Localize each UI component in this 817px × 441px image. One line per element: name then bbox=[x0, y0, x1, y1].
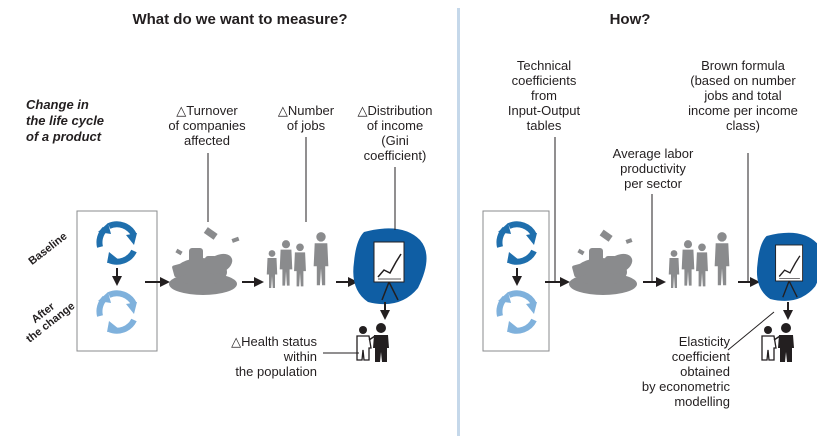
callout-line-elasticity bbox=[727, 311, 775, 351]
labor-line: productivity bbox=[620, 161, 686, 176]
elasticity-label: Elasticity coefficient obtained by econo… bbox=[630, 334, 730, 409]
brown-line: income per income bbox=[688, 103, 798, 118]
turnover-line: of companies bbox=[168, 118, 246, 133]
income-line: coefficient) bbox=[363, 148, 427, 163]
turnover-label: △Turnover of companies affected bbox=[152, 103, 262, 148]
change-label-line: of a product bbox=[26, 129, 102, 144]
technical-line: Technical bbox=[516, 58, 572, 73]
technical-line: Input-Output bbox=[507, 103, 581, 118]
elasticity-line: obtained bbox=[680, 364, 730, 379]
health-status-label: △Health status within the population bbox=[205, 334, 317, 379]
labor-productivity-label: Average labor productivity per sector bbox=[598, 146, 708, 191]
right-panel-title: How? bbox=[609, 11, 651, 28]
change-label-line: the life cycle bbox=[26, 113, 105, 128]
people-group-icon bbox=[668, 232, 730, 288]
brown-formula-label: Brown formula (based on number jobs and … bbox=[682, 58, 804, 133]
money-pile-icon bbox=[569, 248, 637, 295]
flying-bill-icon bbox=[577, 229, 633, 256]
health-line: within bbox=[283, 349, 317, 364]
panel-divider bbox=[457, 8, 460, 436]
change-label-line: Change in bbox=[26, 97, 89, 112]
jobs-line: △Number bbox=[277, 103, 335, 118]
jobs-line: of jobs bbox=[286, 118, 326, 133]
income-label: △Distribution of income (Gini coefficien… bbox=[340, 103, 450, 163]
brown-line: jobs and total bbox=[704, 88, 782, 103]
health-line: △Health status bbox=[231, 334, 317, 349]
elasticity-line: Elasticity bbox=[678, 334, 730, 349]
income-line: of income bbox=[366, 118, 424, 133]
people-group-icon bbox=[266, 232, 329, 288]
technical-line: coefficients bbox=[511, 73, 577, 88]
doctor-patient-icon bbox=[761, 322, 795, 363]
turnover-line: △Turnover bbox=[176, 103, 238, 118]
brown-line: class) bbox=[726, 118, 760, 133]
chart-board-icon bbox=[756, 232, 817, 302]
brown-line: (based on number bbox=[690, 73, 796, 88]
health-line: the population bbox=[235, 364, 317, 379]
brown-line: Brown formula bbox=[701, 58, 785, 73]
elasticity-line: coefficient bbox=[671, 349, 730, 364]
technical-line: tables bbox=[526, 118, 562, 133]
turnover-line: affected bbox=[183, 133, 231, 148]
labor-line: per sector bbox=[624, 176, 682, 191]
doctor-patient-icon bbox=[356, 322, 390, 363]
chart-board-icon bbox=[352, 227, 428, 305]
left-panel-title: What do we want to measure? bbox=[132, 11, 348, 28]
elasticity-line: modelling bbox=[674, 394, 730, 409]
elasticity-line: by econometric bbox=[641, 379, 730, 394]
money-pile-icon bbox=[169, 248, 237, 295]
labor-line: Average labor bbox=[612, 146, 694, 161]
income-line: (Gini bbox=[381, 133, 409, 148]
jobs-label: △Number of jobs bbox=[266, 103, 346, 133]
technical-line: from bbox=[531, 88, 557, 103]
technical-coefficients-label: Technical coefficients from Input-Output… bbox=[494, 58, 594, 133]
flying-bill-icon bbox=[175, 227, 240, 256]
change-in-life-cycle-label: Change in the life cycle of a product bbox=[26, 97, 104, 145]
income-line: △Distribution bbox=[357, 103, 433, 118]
